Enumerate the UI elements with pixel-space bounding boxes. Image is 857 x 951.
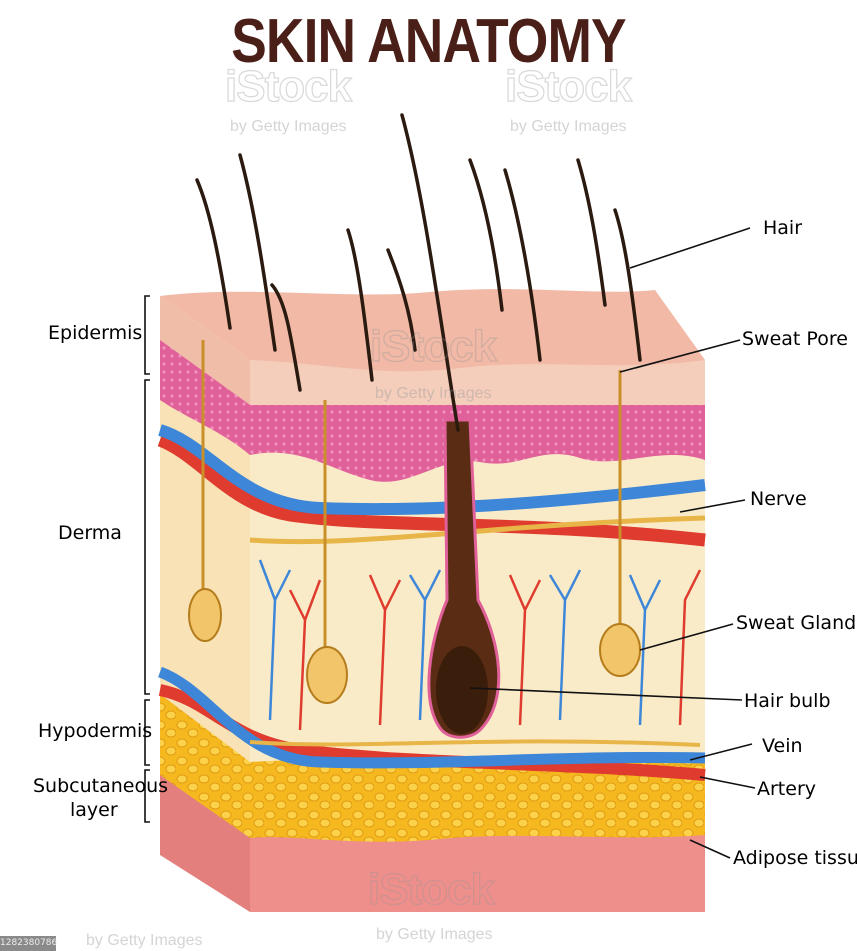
- stock-id: 1282380786: [0, 936, 56, 951]
- watermark-byline: by Getty Images: [86, 932, 203, 950]
- label-nerve: Nerve: [750, 488, 807, 510]
- label-derma: Derma: [58, 522, 122, 544]
- diagram-title: SKIN ANATOMY: [60, 6, 797, 77]
- label-subcutaneous-line2: layer: [70, 799, 118, 821]
- label-hair-bulb: Hair bulb: [744, 690, 831, 712]
- label-hair: Hair: [763, 217, 802, 239]
- watermark-brand: iStock: [370, 322, 496, 372]
- watermark-byline: by Getty Images: [375, 385, 492, 403]
- label-sweat-pore: Sweat Pore: [742, 328, 848, 350]
- watermark-brand: iStock: [368, 865, 494, 915]
- hair-bulb: [436, 646, 488, 734]
- label-hypodermis: Hypodermis: [38, 720, 152, 742]
- label-adipose-tissue: Adipose tissue: [733, 847, 857, 869]
- label-vein: Vein: [762, 735, 803, 757]
- layer-brackets: [145, 296, 150, 822]
- watermark-byline: by Getty Images: [230, 118, 347, 136]
- label-subcutaneous-line1: Subcutaneous: [33, 775, 168, 797]
- label-artery: Artery: [757, 778, 816, 800]
- label-sweat-gland: Sweat Gland: [736, 612, 856, 634]
- label-epidermis: Epidermis: [48, 322, 142, 344]
- watermark-byline: by Getty Images: [376, 926, 493, 944]
- watermark-byline: by Getty Images: [510, 118, 627, 136]
